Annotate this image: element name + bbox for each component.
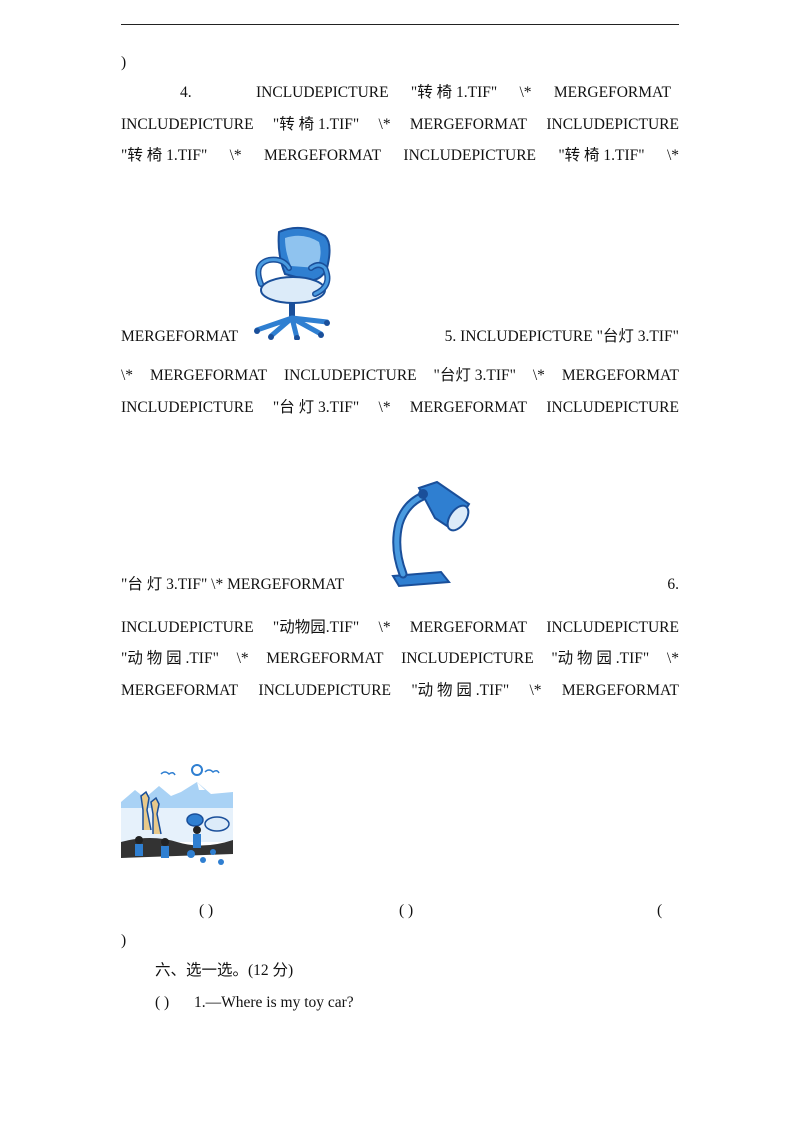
text-token: MERGEFORMAT xyxy=(149,367,268,384)
text-token: "转 椅 1.TIF" xyxy=(272,116,360,133)
text-token: MERGEFORMAT xyxy=(409,619,528,636)
section-heading: 六、选一选。(12 分) xyxy=(155,962,294,979)
text-token: MERGEFORMAT xyxy=(409,116,528,133)
text-token: \* xyxy=(121,367,134,384)
answer-close: ) xyxy=(121,932,127,949)
text-token: INCLUDEPICTURE xyxy=(258,682,392,699)
text-token: \* xyxy=(666,650,679,667)
closing-paren: ) xyxy=(121,54,127,71)
text-token: INCLUDEPICTURE xyxy=(546,399,679,416)
text-token: MERGEFORMAT xyxy=(121,682,239,699)
text-token: MERGEFORMAT xyxy=(561,682,679,699)
item6-line2: "动 物 园 .TIF" \* MERGEFORMAT INCLUDEPICTU… xyxy=(121,649,679,669)
item4-line1: INCLUDEPICTURE "转 椅 1.TIF" \* MERGEFORMA… xyxy=(256,83,671,103)
swivel-chair-illustration xyxy=(254,226,331,340)
text-token: INCLUDEPICTURE xyxy=(121,399,254,416)
text-token: "转 椅 1.TIF" xyxy=(121,147,208,164)
text-token: MERGEFORMAT xyxy=(409,399,528,416)
answer-blank-1[interactable]: ( ) xyxy=(199,902,214,919)
item4-line3: "转 椅 1.TIF" \* MERGEFORMAT INCLUDEPICTUR… xyxy=(121,146,679,166)
item5-line3: INCLUDEPICTURE "台 灯 3.TIF" \* MERGEFORMA… xyxy=(121,398,679,418)
text-token: INCLUDEPICTURE xyxy=(401,650,534,667)
text-token: INCLUDEPICTURE xyxy=(284,367,417,384)
text-token: \* xyxy=(236,650,249,667)
text-token: MERGEFORMAT xyxy=(561,367,679,384)
text-token: \* xyxy=(529,682,542,699)
text-token: INCLUDEPICTURE xyxy=(256,84,389,101)
item5-last: "台 灯 3.TIF" \* MERGEFORMAT xyxy=(121,576,345,593)
text-token: \* xyxy=(378,399,391,416)
text-token: INCLUDEPICTURE xyxy=(121,116,254,133)
text-token: "动 物 园 .TIF" xyxy=(411,682,510,699)
text-token: "台 灯 3.TIF" xyxy=(272,399,360,416)
text-token: MERGEFORMAT xyxy=(263,147,382,164)
text-token: \* xyxy=(666,147,679,164)
item6-number: 6. xyxy=(667,576,679,593)
answer-blank-2[interactable]: ( ) xyxy=(399,902,414,919)
answer-blank-3[interactable]: ( xyxy=(657,902,663,919)
question-1-text: 1.—Where is my toy car? xyxy=(194,994,354,1011)
text-token: "动物园.TIF" xyxy=(272,619,360,636)
text-token: \* xyxy=(519,84,532,101)
text-token: "动 物 园 .TIF" xyxy=(551,650,650,667)
text-token: INCLUDEPICTURE xyxy=(121,619,254,636)
text-token: "动 物 园 .TIF" xyxy=(121,650,219,667)
text-token: INCLUDEPICTURE xyxy=(403,147,537,164)
zoo-scene-illustration xyxy=(121,762,233,870)
desk-lamp-illustration xyxy=(391,480,471,588)
text-token: \* xyxy=(378,116,391,133)
text-token: \* xyxy=(378,619,391,636)
header-rule xyxy=(121,24,679,25)
item5-line2: \* MERGEFORMAT INCLUDEPICTURE "台灯 3.TIF"… xyxy=(121,366,679,386)
item6-line1: INCLUDEPICTURE "动物园.TIF" \* MERGEFORMAT … xyxy=(121,618,679,638)
item4-number: 4. xyxy=(180,84,192,101)
text-token: \* xyxy=(229,147,242,164)
item5-first: 5. INCLUDEPICTURE "台灯 3.TIF" xyxy=(444,328,679,345)
question-1-blank[interactable]: ( ) xyxy=(155,994,170,1011)
text-token: "台灯 3.TIF" xyxy=(433,367,516,384)
text-token: MERGEFORMAT xyxy=(266,650,384,667)
text-token: "转 椅 1.TIF" xyxy=(410,84,498,101)
text-token: INCLUDEPICTURE xyxy=(546,116,679,133)
text-token: "转 椅 1.TIF" xyxy=(558,147,645,164)
item4-line2: INCLUDEPICTURE "转 椅 1.TIF" \* MERGEFORMA… xyxy=(121,115,679,135)
item6-line3: MERGEFORMAT INCLUDEPICTURE "动 物 园 .TIF" … xyxy=(121,681,679,701)
text-token: \* xyxy=(532,367,545,384)
item4-mergeformat: MERGEFORMAT xyxy=(121,328,239,345)
text-token: INCLUDEPICTURE xyxy=(546,619,679,636)
text-token: MERGEFORMAT xyxy=(553,84,671,101)
